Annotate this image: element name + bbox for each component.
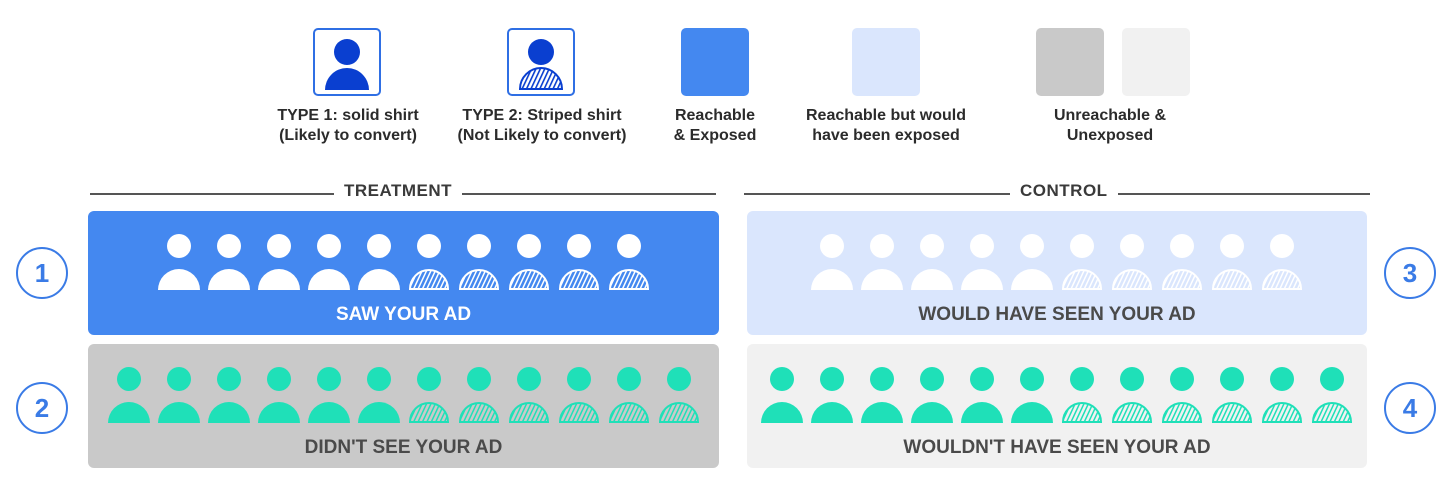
people-row [747, 366, 1367, 424]
person-striped-icon [508, 234, 549, 290]
people-row [747, 233, 1367, 291]
panel-label: WOULDN'T HAVE SEEN YOUR AD [903, 437, 1211, 458]
panel-didnt-see-ad: DIDN'T SEE YOUR AD [88, 344, 719, 468]
person-striped-icon [608, 367, 649, 423]
person-striped-icon [518, 39, 564, 90]
person-striped-icon [1161, 234, 1203, 290]
legend-type1-swatch [313, 28, 381, 96]
legend-unreach-dark-swatch [1036, 28, 1104, 96]
person-solid-icon [157, 367, 200, 423]
person-striped-icon [458, 234, 499, 290]
person-solid-icon [961, 367, 1003, 423]
panel-label: SAW YOUR AD [335, 304, 472, 325]
person-striped-icon [1261, 234, 1303, 290]
legend-type2-label: TYPE 2: Striped shirt(Not Likely to conv… [457, 107, 627, 144]
legend-would-swatch [852, 28, 920, 96]
person-striped-icon [1211, 367, 1253, 423]
legend-unreach-light-swatch [1122, 28, 1190, 96]
person-striped-icon [1211, 234, 1253, 290]
person-solid-icon [811, 367, 853, 423]
person-solid-icon [257, 367, 300, 423]
person-solid-icon [961, 234, 1003, 290]
person-solid-icon [307, 367, 350, 423]
person-striped-icon [1261, 367, 1303, 423]
legend-type1-label: TYPE 1: solid shirt(Likely to convert) [277, 107, 419, 144]
badge-1: 1 [16, 247, 68, 299]
person-striped-icon [608, 234, 649, 290]
person-solid-icon [207, 367, 250, 423]
person-solid-icon [157, 234, 200, 290]
person-solid-icon [861, 367, 903, 423]
person-striped-icon [1111, 234, 1153, 290]
person-striped-icon [658, 367, 699, 423]
person-striped-icon [408, 234, 449, 290]
legend-reachable-label: Reachable& Exposed [673, 107, 757, 144]
person-striped-icon [408, 367, 449, 423]
person-solid-icon [257, 234, 300, 290]
person-solid-icon [325, 39, 369, 90]
person-solid-icon [1011, 234, 1053, 290]
person-solid-icon [911, 367, 953, 423]
person-solid-icon [1011, 367, 1053, 423]
panel-saw-ad: SAW YOUR AD [88, 211, 719, 335]
person-striped-icon [1161, 367, 1203, 423]
treatment-title: TREATMENT [334, 181, 463, 201]
person-solid-icon [207, 234, 250, 290]
people-row [88, 366, 719, 424]
person-solid-icon [357, 367, 400, 423]
person-solid-icon [811, 234, 853, 290]
legend-reachable-swatch [681, 28, 749, 96]
panel-label: WOULD HAVE SEEN YOUR AD [918, 304, 1196, 325]
badge-4: 4 [1384, 382, 1436, 434]
person-striped-icon [1061, 234, 1103, 290]
person-striped-icon [1311, 367, 1353, 423]
badge-2: 2 [16, 382, 68, 434]
person-striped-icon [558, 367, 599, 423]
people-row [88, 233, 719, 291]
person-striped-icon [508, 367, 549, 423]
person-solid-icon [861, 234, 903, 290]
person-solid-icon [307, 234, 350, 290]
badge-3: 3 [1384, 247, 1436, 299]
panel-wouldnt-have-seen-ad: WOULDN'T HAVE SEEN YOUR AD [747, 344, 1367, 468]
person-solid-icon [761, 367, 803, 423]
person-striped-icon [1061, 367, 1103, 423]
person-solid-icon [357, 234, 400, 290]
person-striped-icon [558, 234, 599, 290]
legend-type2-swatch [507, 28, 575, 96]
panel-label: DIDN'T SEE YOUR AD [304, 437, 503, 458]
panel-would-have-seen-ad: WOULD HAVE SEEN YOUR AD [747, 211, 1367, 335]
person-striped-icon [1111, 367, 1153, 423]
person-solid-icon [911, 234, 953, 290]
control-title: CONTROL [1010, 181, 1118, 201]
person-solid-icon [107, 367, 150, 423]
legend-unreach-label: Unreachable &Unexposed [1053, 107, 1167, 144]
person-striped-icon [458, 367, 499, 423]
